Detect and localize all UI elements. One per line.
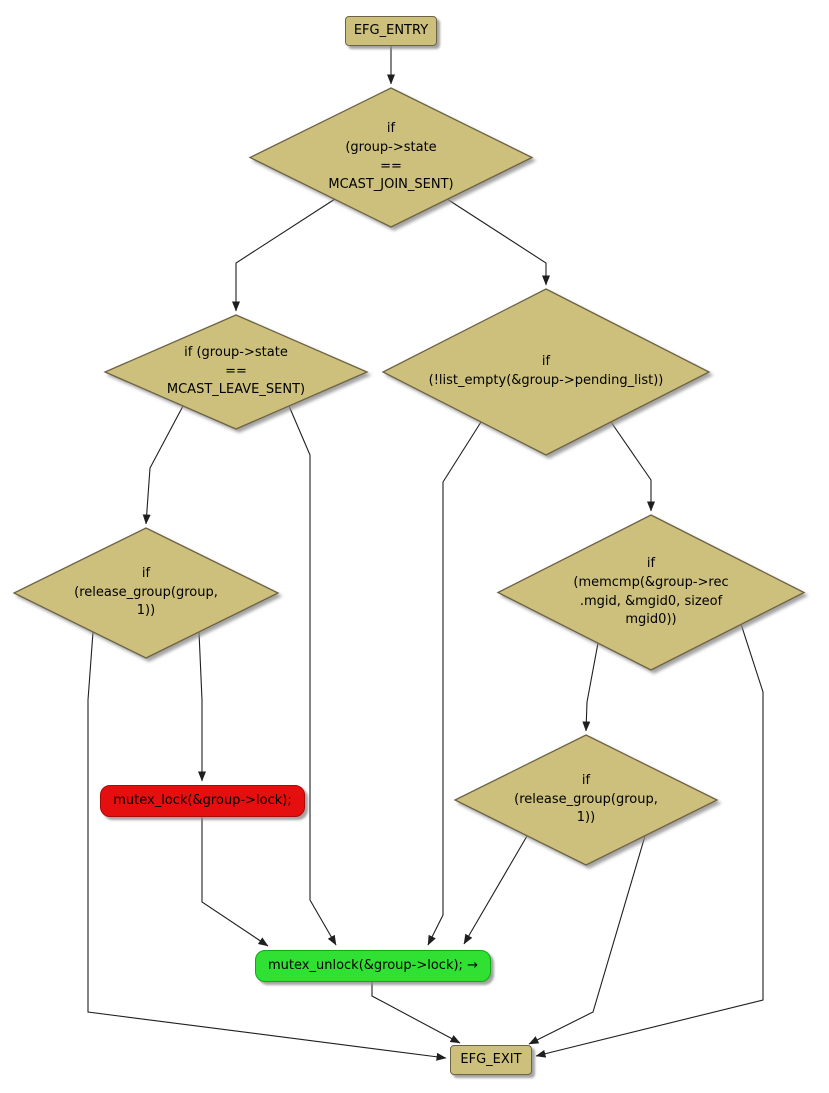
- node-efg-exit-label: EFG_EXIT: [460, 1051, 522, 1067]
- action-mutex-lock-label: mutex_lock(&group->lock);: [113, 792, 292, 808]
- edge-join-to-leave: [232, 198, 336, 312]
- decision-memcmp: if (memcmp(&group->rec .mgid, &mgid0, si…: [498, 515, 804, 670]
- action-mutex-unlock-label: mutex_unlock(&group->lock); →: [268, 957, 478, 973]
- edge-leave-to-release1: [142, 405, 184, 525]
- diamond-shape: [105, 315, 367, 429]
- diamond-shape: [383, 289, 709, 455]
- decision-leave-sent: if (group->state == MCAST_LEAVE_SENT): [105, 315, 367, 429]
- edge-leave-to-unlock: [288, 405, 337, 946]
- decision-release-group-2: if (release_group(group, 1)): [455, 735, 717, 865]
- edge-memcmp-to-exit: [535, 623, 764, 1058]
- edge-unlock-to-exit: [371, 982, 461, 1044]
- decision-join-sent-label: if (group->state == MCAST_JOIN_SENT): [328, 120, 454, 193]
- action-mutex-unlock: mutex_unlock(&group->lock); →: [255, 950, 491, 982]
- diamond-shape: [498, 515, 804, 670]
- action-mutex-lock: mutex_lock(&group->lock);: [100, 785, 305, 817]
- edge-release2-to-unlock: [463, 835, 528, 945]
- decision-leave-sent-label: if (group->state == MCAST_LEAVE_SENT): [166, 344, 306, 398]
- decision-memcmp-label: if (memcmp(&group->rec .mgid, &mgid0, si…: [573, 555, 729, 628]
- diamond-shape: [455, 735, 717, 865]
- decision-release-group-1-label: if (release_group(group, 1)): [74, 565, 218, 619]
- node-efg-entry-label: EFG_ENTRY: [353, 22, 429, 38]
- node-efg-exit: EFG_EXIT: [450, 1045, 532, 1075]
- diamond-shape: [250, 88, 532, 227]
- decision-release-group-2-label: if (release_group(group, 1)): [514, 772, 658, 826]
- edge-release1-to-exit: [87, 631, 447, 1061]
- decision-pending-list-label: if (!list_empty(&group->pending_list)): [428, 354, 664, 388]
- node-efg-entry: EFG_ENTRY: [345, 16, 437, 46]
- edge-release1-to-lock: [198, 631, 206, 782]
- decision-join-sent: if (group->state == MCAST_JOIN_SENT): [250, 88, 532, 227]
- edge-join-to-pending: [446, 198, 550, 286]
- edge-pending-to-memcmp: [610, 421, 655, 512]
- edge-lock-to-unlock: [201, 817, 269, 947]
- diamond-shape: [14, 528, 278, 658]
- decision-pending-list: if (!list_empty(&group->pending_list)): [383, 289, 709, 455]
- edge-memcmp-to-release2: [582, 642, 599, 732]
- edge-pending-to-unlock: [427, 421, 482, 946]
- decision-release-group-1: if (release_group(group, 1)): [14, 528, 278, 658]
- edge-release2-to-exit: [528, 835, 646, 1045]
